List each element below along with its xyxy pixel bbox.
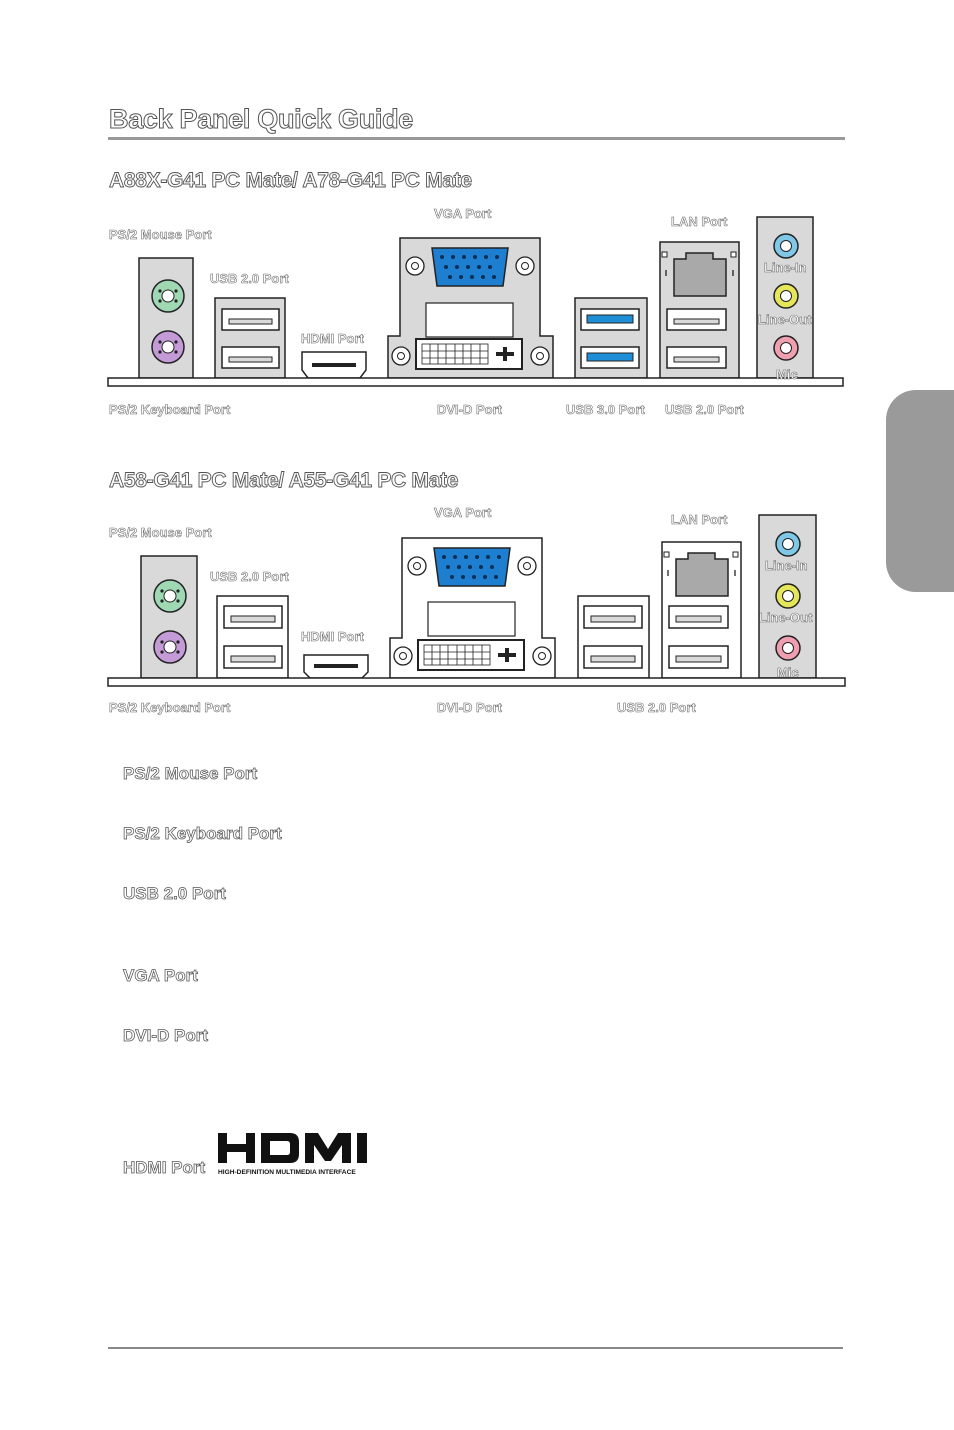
label-line-in: Line-In (764, 260, 807, 276)
label-hdmi: HDMI Port (301, 331, 364, 347)
label-hdmi: HDMI Port (301, 629, 364, 645)
label-usb20-right: USB 2.0 Port (617, 700, 696, 716)
label-mic: Mic (776, 367, 798, 383)
audio-jacks (758, 514, 817, 679)
desc-ps2-keyboard-title: PS/2 Keyboard Port (123, 824, 282, 844)
usb20-left (214, 297, 286, 379)
label-mic: Mic (777, 665, 799, 681)
label-ps2-keyboard: PS/2 Keyboard Port (109, 402, 231, 418)
label-dvid: DVI-D Port (437, 402, 503, 418)
usb20-left (216, 595, 289, 679)
usb20-mid (577, 595, 650, 679)
label-lan: LAN Port (671, 512, 728, 528)
desc-hdmi-title: HDMI Port (123, 1158, 206, 1178)
page-title: Back Panel Quick Guide (108, 104, 414, 135)
label-usb20-left: USB 2.0 Port (210, 569, 289, 585)
usb30-ports (574, 297, 648, 379)
label-ps2-keyboard: PS/2 Keyboard Port (109, 700, 231, 716)
label-usb30: USB 3.0 Port (566, 402, 645, 418)
back-panel-diagram-1 (107, 216, 844, 387)
label-line-out: Line-Out (758, 312, 812, 328)
label-line-in: Line-In (765, 558, 808, 574)
hdmi-logo-tagline: HIGH-DEFINITION MULTIMEDIA INTERFACE (218, 1169, 356, 1176)
back-panel-diagram-2 (107, 514, 846, 687)
hdmi-port (301, 351, 367, 379)
audio-jacks (756, 216, 814, 379)
lan-usb-block (659, 241, 740, 379)
label-usb20-right: USB 2.0 Port (665, 402, 744, 418)
section-title-a58: A58-G41 PC Mate/ A55-G41 PC Mate (109, 469, 459, 493)
label-vga: VGA Port (434, 206, 492, 222)
label-ps2-mouse: PS/2 Mouse Port (109, 227, 212, 243)
label-ps2-mouse: PS/2 Mouse Port (109, 525, 212, 541)
vga-dvi-block (389, 537, 556, 679)
lan-usb-block (661, 541, 742, 679)
label-lan: LAN Port (671, 214, 728, 230)
title-rule (108, 137, 845, 140)
section-title-a88x: A88X-G41 PC Mate/ A78-G41 PC Mate (109, 169, 473, 193)
ps2-ports (138, 257, 194, 379)
label-dvid: DVI-D Port (437, 700, 503, 716)
label-usb20-left: USB 2.0 Port (210, 271, 289, 287)
hdmi-logo: HIGH-DEFINITION MULTIMEDIA INTERFACE (218, 1133, 367, 1176)
hdmi-port (303, 654, 369, 679)
desc-ps2-mouse-title: PS/2 Mouse Port (123, 764, 258, 784)
footer-rule (108, 1347, 843, 1349)
label-vga: VGA Port (434, 505, 492, 521)
desc-dvid-title: DVI-D Port (123, 1026, 209, 1046)
ps2-ports (140, 555, 198, 679)
desc-usb20-title: USB 2.0 Port (123, 884, 227, 904)
vga-dvi-block (387, 237, 554, 379)
desc-vga-title: VGA Port (123, 966, 199, 986)
label-line-out: Line-Out (759, 610, 813, 626)
section-tab (886, 390, 954, 592)
